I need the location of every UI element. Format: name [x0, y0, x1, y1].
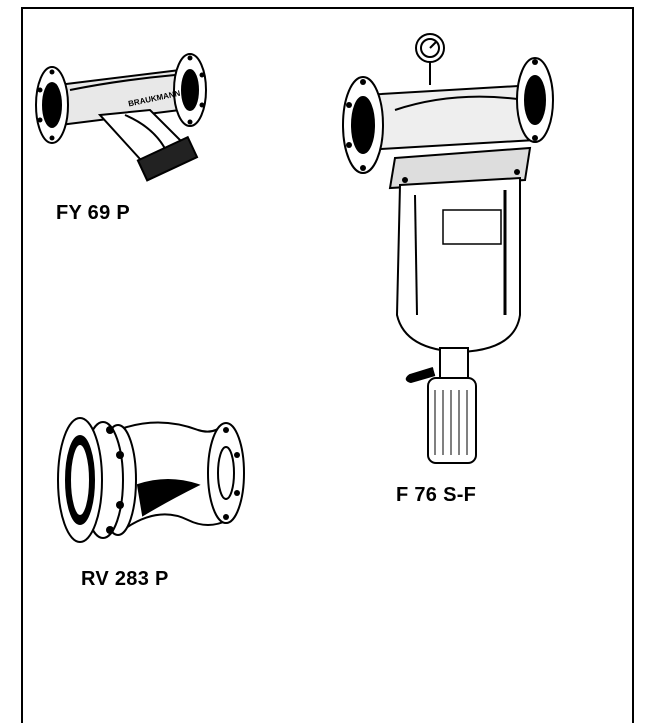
product-label-fy69p: FY 69 P [56, 202, 130, 224]
filter-f76sf-illustration [335, 30, 565, 475]
product-label-f76sf: F 76 S-F [396, 484, 477, 506]
product-label-rv283p: RV 283 P [81, 568, 169, 590]
valve-rv283p-illustration [48, 405, 253, 555]
strainer-fy69p-illustration: BRAUKMANN [30, 30, 230, 190]
